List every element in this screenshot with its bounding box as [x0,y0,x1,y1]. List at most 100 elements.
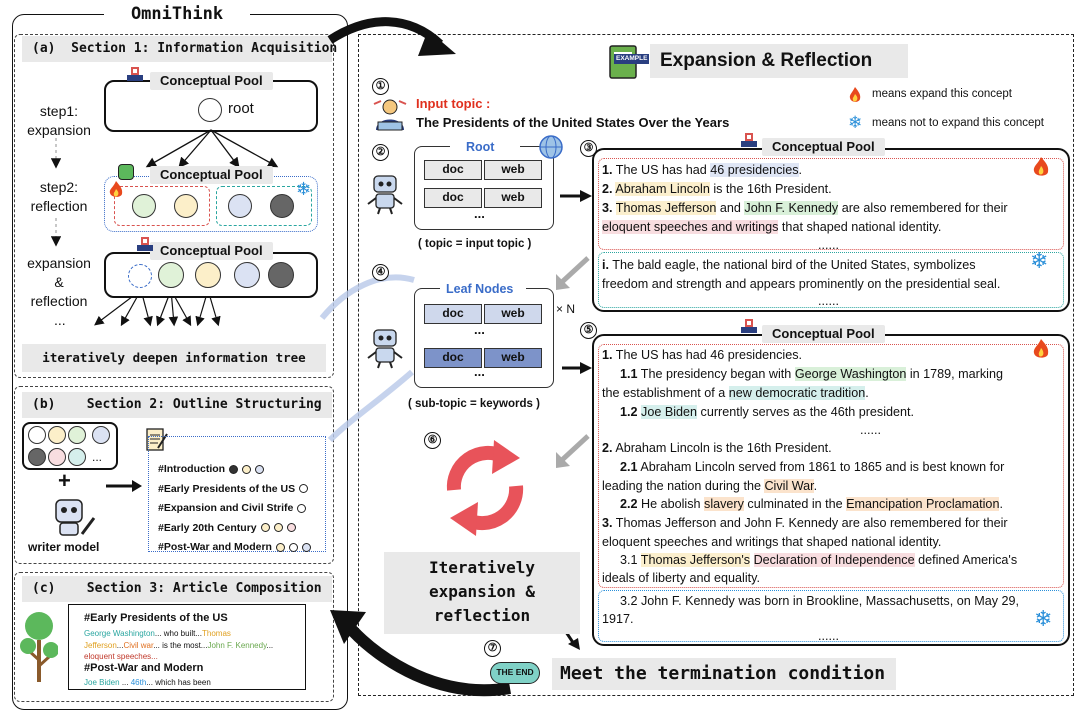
outline-node [260,523,270,533]
text-span: Civil War [764,479,814,493]
pool2-line12: ideals of liberty and equality. [602,571,760,585]
text-span: that shaped national identity. [778,220,942,234]
outline-item: #Early Presidents of the US [158,480,328,500]
text-span: and [716,201,745,215]
palette-node [28,426,46,444]
text-span: 1.1 [620,367,638,381]
pool2-line9: 3. Thomas Jefferson and John F. Kennedy … [602,514,1008,533]
pool2-expand-region [598,344,1064,588]
leaf-more-1: ... [474,322,485,337]
node-green-b [158,262,184,288]
left-pool-3-label: Conceptual Pool [150,242,273,260]
palette-node [48,448,66,466]
pool-icon [126,66,144,82]
pool2-line14: 1917. [602,612,634,626]
the-end-badge: THE END [490,662,540,684]
subtopic-eq: ( sub-topic = keywords ) [408,398,540,410]
palette-node [68,448,86,466]
text-span: Abraham Lincoln [615,182,710,196]
legend-fire-icon [848,86,862,109]
text-span: 46 presidencies [710,163,799,177]
text-span: . [999,497,1003,511]
outline-item-label: #Early 20th Century [158,521,257,534]
outline-item-label: #Early Presidents of the US [158,482,296,495]
cycle-icon [424,430,544,551]
pool2-line1: 1. The US has had 46 presidencies. [602,346,802,365]
leaf-more-2: ... [474,364,485,379]
outline-node [275,542,285,552]
termination-bg [552,658,896,690]
article-line2: Jefferson...Civil war... is the most...J… [84,640,273,651]
input-topic-label: Input topic : [416,96,491,111]
text-span: 1. [602,163,613,177]
text-span: 2.1 [620,460,638,474]
section-c-header: (c) Section 3: Article Composition [22,576,332,602]
palette-node [92,426,110,444]
pool1-expand-region [598,158,1064,250]
iterative-box [384,552,580,634]
outline-node [288,542,298,552]
doc-chip: doc [424,304,482,324]
article-box [68,604,306,690]
pool2-dots: ...... [860,423,881,437]
article-span: Thomas [202,629,231,638]
outline-item: #Introduction [158,460,328,480]
section-c-tag: (c) [32,581,56,596]
node-green-a [132,194,156,218]
notepad-icon [146,426,168,457]
text-span: defined America's [914,553,1018,567]
text-span: Abraham Lincoln is the 16th President. [612,441,832,455]
doc-chip: doc [424,348,482,368]
expansion-reflection-label: expansion & reflection [27,255,91,309]
pool2-line4: 1.2 Joe Biden currently serves as the 46… [620,403,914,422]
outline-box [148,436,326,552]
pool1-line6: freedom and strength and appears promine… [602,277,1001,291]
node-dashed [128,264,152,288]
concept-palette [22,422,118,470]
outline-node [242,464,252,474]
article-span: ... [266,641,274,650]
text-span: new democratic tradition [728,386,866,400]
pool1-snow-icon: ❄ [1030,248,1049,273]
article-line3: eloquent speeches... [84,652,158,661]
article-h2: #Post-War and Modern [84,662,204,674]
legend-snow-icon: ❄ [848,113,863,132]
text-span: slavery [704,497,744,511]
text-span: Thomas Jefferson and John F. Kennedy are… [612,516,1008,530]
outline-node [229,464,239,474]
text-span: 3.1 [620,553,641,567]
pool2-line2: 1.1 The presidency began with George Was… [620,365,1003,384]
node-blue-a [228,194,252,218]
text-span: 2.2 [620,497,638,511]
pool1-not-expand-region [598,252,1064,308]
times-n: × N [556,302,576,316]
pool1-line1: 1. The US has had 46 presidencies. [602,163,803,177]
pool2-line6: 2.1 Abraham Lincoln served from 1861 to … [620,458,1004,477]
outline-node [297,503,307,513]
pool1-line5: i. The bald eagle, the national bird of … [602,256,976,275]
article-line1: George Washington... who built...Thomas [84,628,231,639]
text-span: i. [602,258,609,272]
root-box-label-bg [450,140,520,156]
text-span: is the 16th President. [709,182,832,196]
text-span: 3. [602,201,613,215]
pool1-fire-icon [1032,156,1050,183]
section-b-header: (b) Section 2: Outline Structuring [22,392,332,418]
step-4-badge: ④ [372,264,389,281]
pool2-line3: the establishment of a new democratic tr… [602,384,869,403]
text-span: The presidency began with [637,367,795,381]
root-more: ... [474,206,485,221]
palette-node [28,448,46,466]
input-topic: The Presidents of the United States Over… [416,115,730,130]
pool2-fire-icon [1032,338,1050,365]
legend-not-expand: means not to expand this concept [872,117,1044,129]
example-badge: EXAMPLE [614,54,650,64]
pool2-line7: leading the nation during the Civil War. [602,477,817,496]
ellipsis-left: ... [54,312,66,328]
article-span: ... who built... [154,629,202,638]
step-5-badge: ⑤ [580,322,597,339]
pool2-line11: 3.1 Thomas Jefferson's Declaration of In… [620,551,1017,570]
pool2-dots2: ...... [818,629,839,643]
node-gray-b [268,262,294,288]
doc-chip: doc [424,188,482,208]
